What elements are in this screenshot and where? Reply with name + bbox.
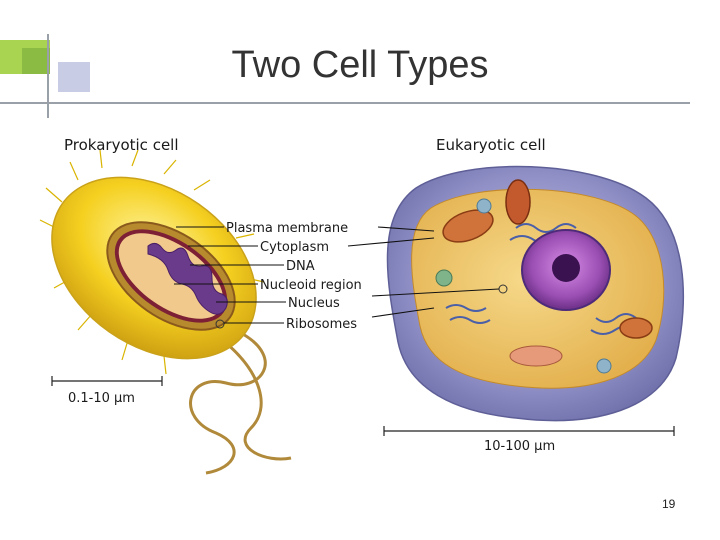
mitochondrion-2 — [505, 179, 531, 225]
nucleolus — [552, 254, 580, 282]
golgi-apparatus — [509, 345, 563, 367]
eukaryote-heading: Eukaryotic cell — [436, 136, 546, 154]
label-cytoplasm: Cytoplasm — [260, 240, 329, 255]
label-nucleus: Nucleus — [288, 296, 340, 311]
label-nucleoid-region: Nucleoid region — [260, 278, 362, 293]
prokaryote-group: Prokaryotic cell — [39, 136, 292, 475]
vesicle-2 — [435, 269, 453, 287]
prokaryote-heading: Prokaryotic cell — [64, 136, 179, 154]
label-plasma-membrane: Plasma membrane — [226, 221, 348, 236]
deco-lavender-square — [58, 62, 90, 92]
label-ribosomes: Ribosomes — [286, 317, 357, 332]
mitochondrion — [442, 209, 494, 243]
vesicle-3 — [596, 358, 612, 374]
page-number: 19 — [662, 497, 676, 511]
leader-lines — [174, 226, 500, 324]
mitochondrion-3 — [619, 317, 653, 339]
eukaryote-scale-bar — [383, 426, 675, 436]
corner-decoration — [0, 34, 90, 118]
prokaryote-scale-label: 0.1-10 µm — [68, 391, 135, 406]
flagellum — [189, 331, 267, 475]
vesicle — [476, 198, 492, 214]
label-dna: DNA — [286, 259, 315, 274]
flagellum-2 — [225, 341, 292, 461]
prokaryote-ribosome-marker — [215, 319, 225, 329]
eukaryote-scale-label: 10-100 µm — [484, 439, 555, 454]
title-rule — [0, 102, 690, 104]
deco-green-square — [0, 40, 50, 74]
slide-title: Two Cell Types — [231, 44, 489, 86]
prokaryote-scale-bar — [51, 376, 163, 386]
cell-diagram: Prokaryotic cell — [39, 136, 685, 475]
eukaryote-group: Eukaryotic cell 10-100 — [383, 136, 685, 454]
